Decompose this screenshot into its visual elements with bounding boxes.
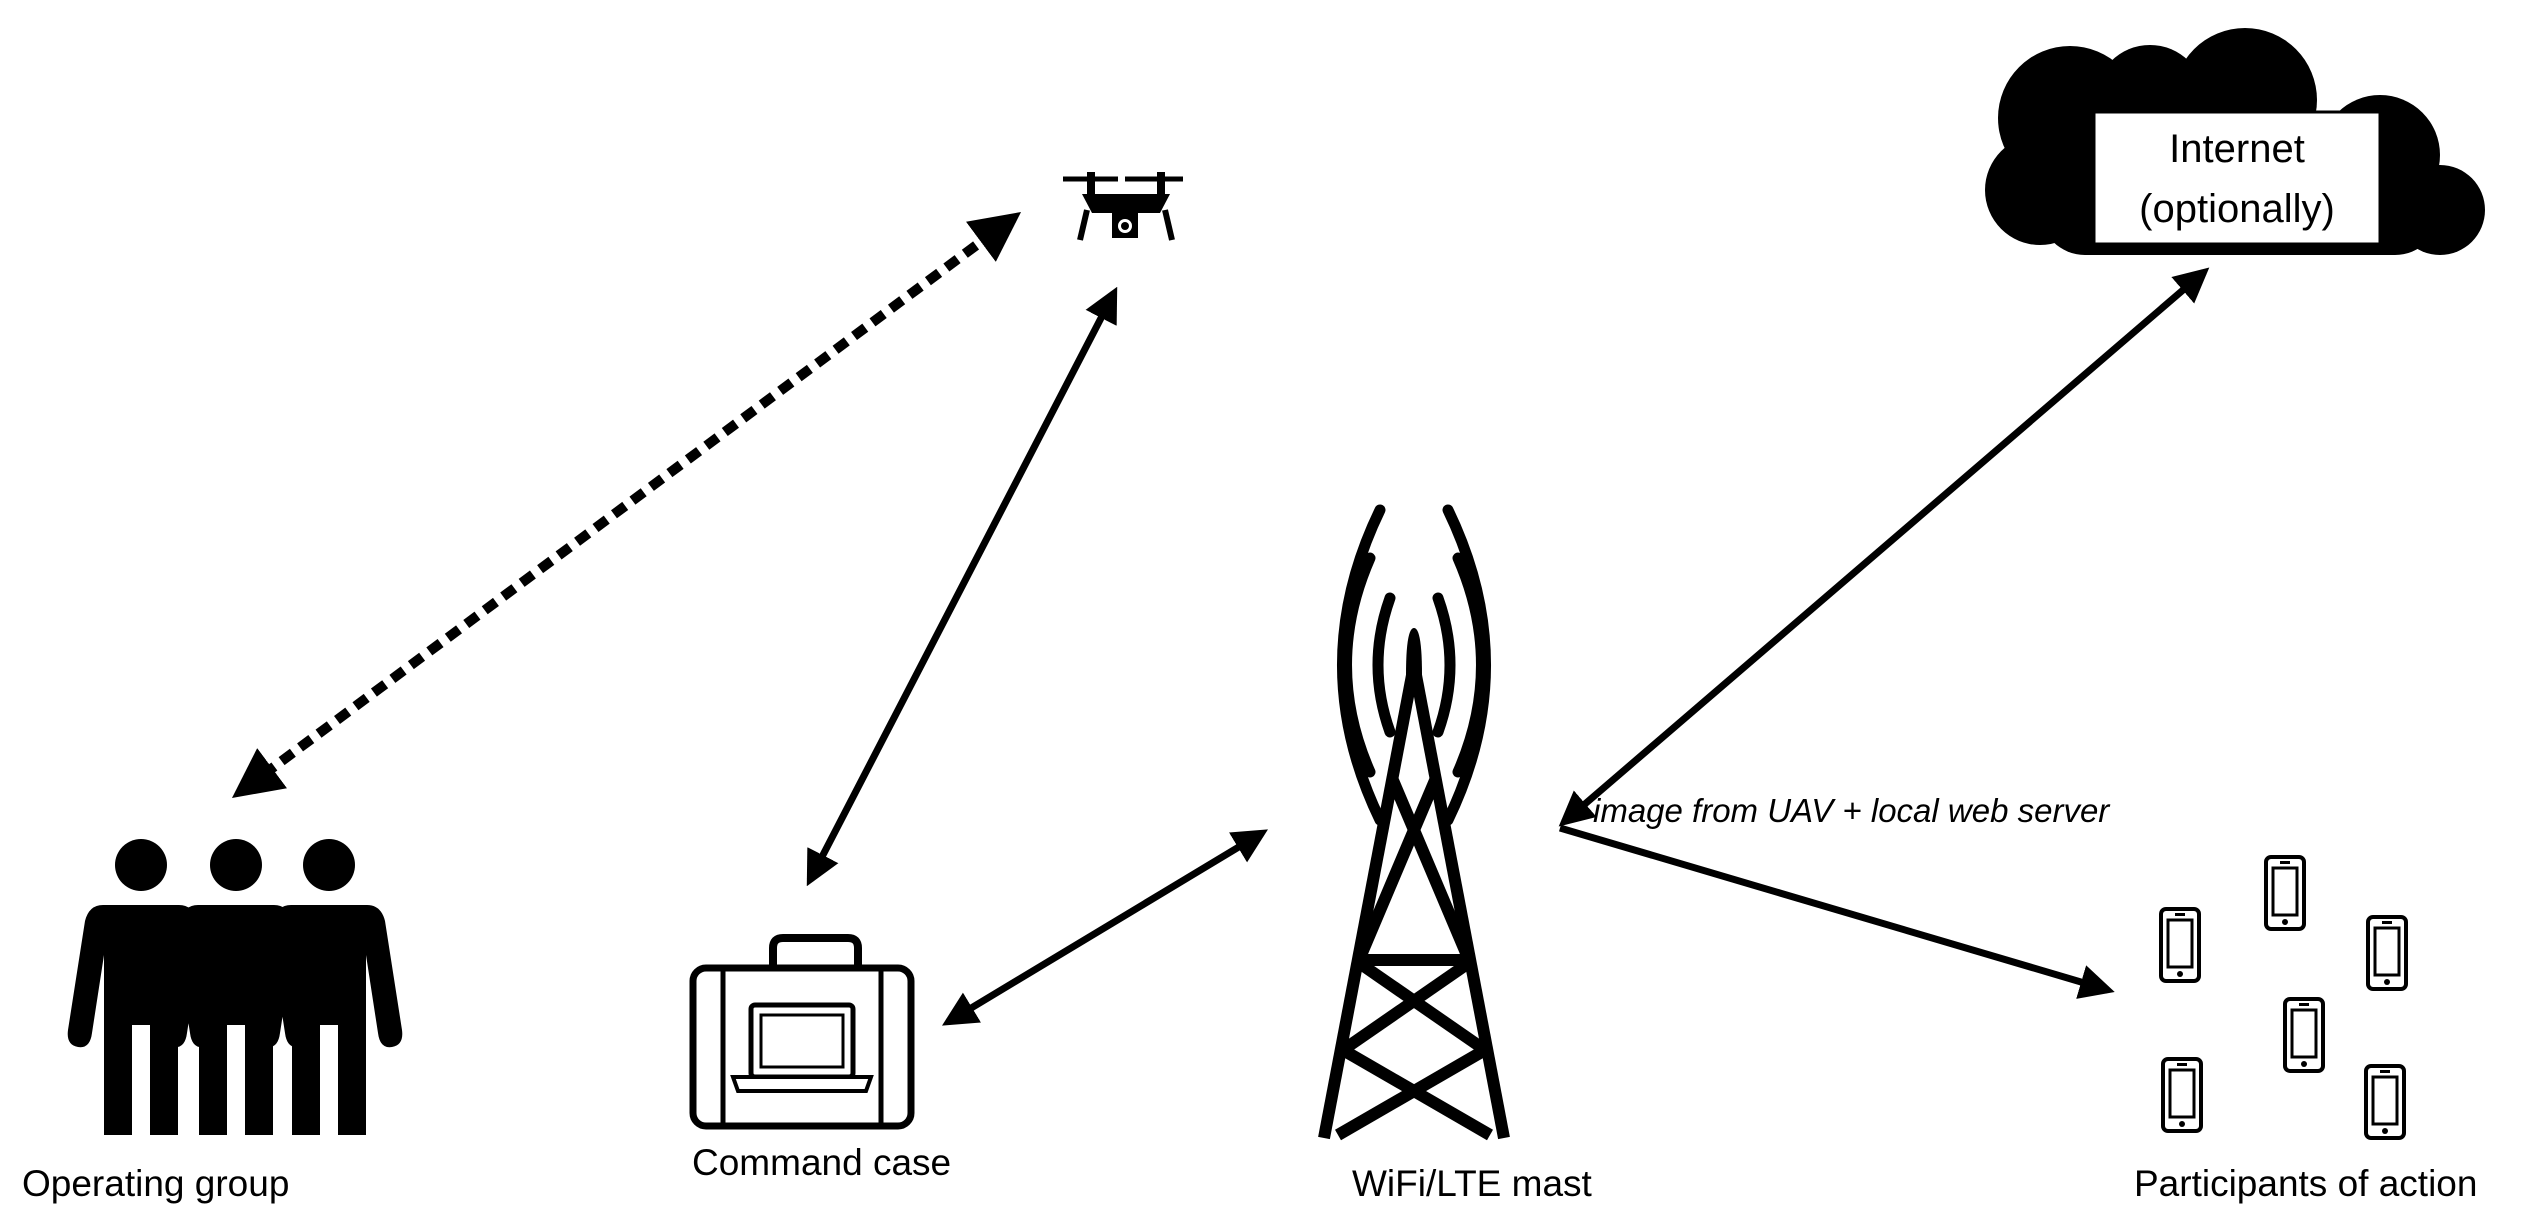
mast-label: WiFi/LTE mast	[1352, 1163, 1593, 1204]
cloud-icon	[1985, 28, 2485, 255]
link-internet-mast	[1558, 267, 2210, 827]
command-case-label: Command case	[692, 1142, 951, 1183]
operating-group-label: Operating group	[22, 1163, 289, 1204]
internet-label: Internet	[2169, 127, 2305, 171]
command-case-icon	[689, 934, 915, 1130]
link-command-case-mast	[942, 829, 1268, 1026]
smartphone-group	[2159, 855, 2408, 1140]
participants-label: Participants of action	[2134, 1163, 2477, 1204]
radio-mast-icon	[1318, 504, 1510, 1141]
people-group-icon	[67, 839, 403, 1135]
link-drone-command-case	[806, 286, 1118, 887]
internet-optional-label: (optionally)	[2139, 187, 2335, 231]
smartphone-icon	[2283, 997, 2325, 1073]
smartphone-icon	[2161, 1057, 2203, 1133]
smartphone-icon	[2364, 1064, 2406, 1140]
smartphone-icon	[2366, 915, 2408, 991]
drone-icon	[1063, 172, 1183, 241]
smartphone-icon	[2159, 907, 2201, 983]
smartphone-icon	[2264, 855, 2306, 931]
link-mast-participants	[1559, 824, 2115, 999]
flow-label: image from UAV + local web server	[1593, 792, 2111, 829]
